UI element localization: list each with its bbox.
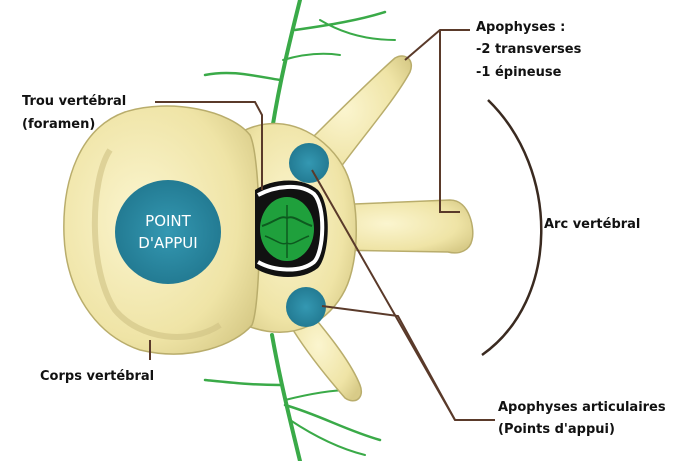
nerve-top-branch-3	[205, 73, 280, 80]
label-arc-vertebral: Arc vertébral	[544, 215, 640, 235]
spinal-cord	[260, 197, 314, 261]
articular-process-bottom	[286, 287, 326, 327]
nerve-top-left	[272, 0, 300, 130]
nerve-top-branch-1	[295, 12, 385, 30]
label-corps-vertebral: Corps vertébral	[40, 367, 154, 387]
articular-process-top	[289, 143, 329, 183]
nerve-bottom-branch-1	[205, 380, 280, 385]
label-apophyses-transverses: -2 transverses	[476, 40, 581, 60]
label-points-dappui: (Points d'appui)	[498, 420, 615, 440]
nerve-top-branch-2	[320, 20, 395, 40]
label-point: POINT	[108, 210, 228, 232]
leader-apophyses-spinous	[440, 30, 460, 212]
label-trou-vertebral: Trou vertébral	[22, 92, 126, 112]
label-apophyses-title: Apophyses :	[476, 18, 565, 38]
arc-bracket	[482, 100, 541, 355]
label-dappui: D'APPUI	[108, 232, 228, 254]
nerve-top-branch-4	[283, 54, 340, 60]
nerve-bottom-branch-3	[290, 420, 365, 455]
label-apophyses-epineuse: -1 épineuse	[476, 63, 561, 83]
nerve-bottom-branch-2	[285, 405, 380, 440]
label-apophyses-articulaires: Apophyses articulaires	[498, 398, 666, 418]
leader-apophyses-top	[405, 30, 470, 60]
label-foramen: (foramen)	[22, 115, 95, 135]
